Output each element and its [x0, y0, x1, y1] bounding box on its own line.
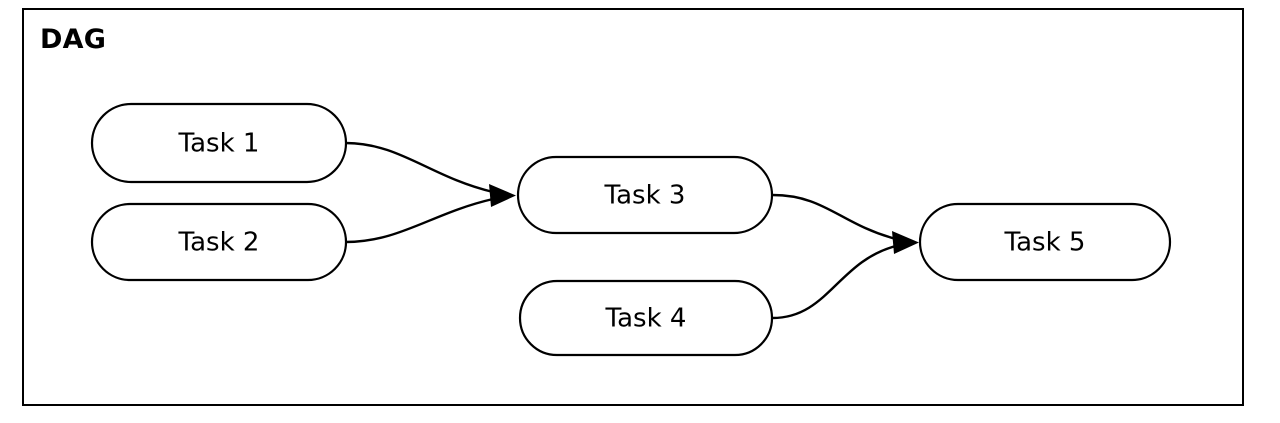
node-task5[interactable]: Task 5: [918, 202, 1172, 282]
edge-task1-to-task3: [345, 141, 494, 194]
edge-task4-to-task5: [772, 244, 897, 320]
arrowhead-into-task5: [892, 231, 919, 254]
node-task2[interactable]: Task 2: [90, 202, 348, 282]
node-task1-label: Task 1: [178, 129, 260, 159]
arrowhead-into-task3: [489, 184, 516, 207]
node-task3-shape[interactable]: [516, 155, 774, 235]
edge-task2-to-task3: [345, 197, 494, 244]
node-task4-label: Task 4: [605, 304, 687, 334]
edge-task3-to-task5: [772, 193, 897, 241]
node-group: Task 1 Task 2 Task 3 Task 4 Task 5: [90, 102, 1172, 357]
node-task1-shape[interactable]: [90, 102, 348, 184]
node-task5-label: Task 5: [1004, 228, 1086, 258]
node-task4-shape[interactable]: [518, 279, 774, 357]
edge-group: [345, 141, 919, 320]
node-task3[interactable]: Task 3: [516, 155, 774, 235]
node-task5-shape[interactable]: [918, 202, 1172, 282]
page-title: DAG: [40, 24, 107, 55]
node-task4[interactable]: Task 4: [518, 279, 774, 357]
node-task3-label: Task 3: [604, 181, 686, 211]
node-task1[interactable]: Task 1: [90, 102, 348, 184]
node-task2-shape[interactable]: [90, 202, 348, 282]
node-task2-label: Task 2: [178, 228, 260, 258]
